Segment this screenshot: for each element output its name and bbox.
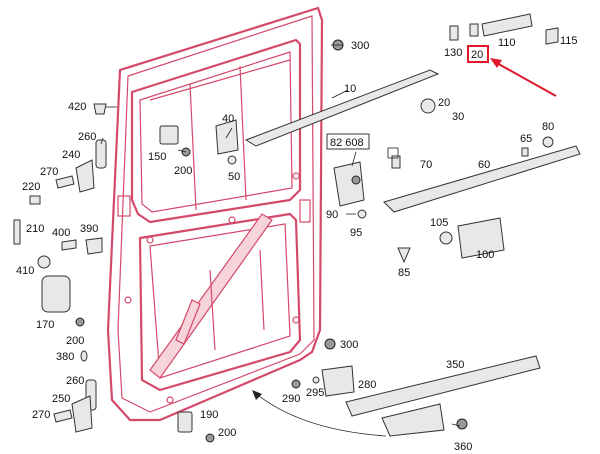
callout-280: 280	[358, 379, 376, 391]
callout-200: 200	[66, 335, 84, 347]
callout-380: 380	[56, 351, 74, 363]
callout-190: 190	[200, 409, 218, 421]
callout-200: 200	[174, 165, 192, 177]
callout-130: 130	[444, 47, 462, 59]
callout-115: 115	[560, 35, 578, 47]
callout-box-82608	[326, 133, 370, 150]
callout-170: 170	[36, 319, 54, 331]
leader-lines	[100, 44, 461, 427]
callout-240: 240	[62, 149, 80, 161]
callout-40: 40	[222, 113, 234, 125]
callout-200: 200	[218, 427, 236, 439]
door-panel	[106, 6, 324, 422]
callout-150: 150	[148, 151, 166, 163]
highlight-arrowhead	[490, 58, 502, 68]
callout-90: 90	[326, 209, 338, 221]
callout-105: 105	[430, 217, 448, 229]
callout-85: 85	[398, 267, 410, 279]
callout-20-highlighted: 20	[471, 49, 483, 61]
callout-82608: 82 608	[330, 137, 364, 149]
callout-300: 300	[351, 40, 369, 52]
callout-210: 210	[26, 223, 44, 235]
tag-box	[387, 147, 399, 159]
callout-390: 390	[80, 223, 98, 235]
callout-labels: 300 420 260 240 270 220 210 400 390 410 …	[16, 35, 578, 453]
callout-270: 270	[40, 166, 58, 178]
callout-360: 360	[454, 441, 472, 453]
callout-300: 300	[340, 339, 358, 351]
highlight-box	[467, 45, 489, 63]
callout-100: 100	[476, 249, 494, 261]
callout-70: 70	[420, 159, 432, 171]
callout-60: 60	[478, 159, 490, 171]
callout-350: 350	[446, 359, 464, 371]
callout-260: 260	[78, 131, 96, 143]
callout-10: 10	[344, 83, 356, 95]
callout-95: 95	[350, 227, 362, 239]
callout-290: 290	[282, 393, 300, 405]
callout-270: 270	[32, 409, 50, 421]
highlight-arrow	[494, 61, 557, 97]
callout-420: 420	[68, 101, 86, 113]
callout-20: 20	[438, 97, 450, 109]
callout-250: 250	[52, 393, 70, 405]
callout-30: 30	[452, 111, 464, 123]
callout-50: 50	[228, 171, 240, 183]
callout-65: 65	[520, 133, 532, 145]
callout-410: 410	[16, 265, 34, 277]
callout-110: 110	[498, 37, 516, 49]
callout-220: 220	[22, 181, 40, 193]
callout-260: 260	[66, 375, 84, 387]
callout-400: 400	[52, 227, 70, 239]
callout-295: 295	[306, 387, 324, 399]
part-shapes	[13, 13, 581, 443]
callout-80: 80	[542, 121, 554, 133]
